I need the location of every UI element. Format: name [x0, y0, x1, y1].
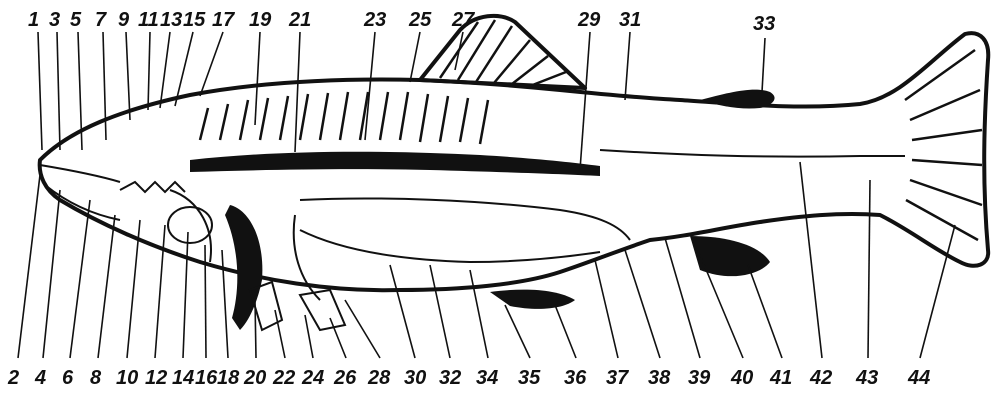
label-34: 34 — [476, 367, 498, 389]
anal-fin — [490, 290, 575, 309]
label-30: 30 — [404, 367, 426, 389]
label-18: 18 — [217, 367, 240, 389]
tail-fin-rays — [905, 50, 982, 240]
label-5: 5 — [70, 9, 82, 31]
heart — [168, 207, 212, 243]
label-10: 10 — [116, 367, 138, 389]
label-7: 7 — [95, 9, 107, 31]
gills — [120, 182, 185, 192]
label-20: 20 — [243, 367, 266, 389]
label-26: 26 — [333, 367, 357, 389]
label-12: 12 — [145, 367, 167, 389]
label-44: 44 — [907, 367, 930, 389]
label-2: 2 — [7, 367, 19, 389]
label-17: 17 — [212, 9, 235, 31]
label-8: 8 — [90, 367, 102, 389]
label-33: 33 — [753, 13, 775, 35]
label-19: 19 — [249, 9, 272, 31]
label-16: 16 — [195, 367, 218, 389]
label-41: 41 — [769, 367, 792, 389]
label-4: 4 — [34, 367, 46, 389]
label-27: 27 — [451, 9, 475, 31]
label-40: 40 — [730, 367, 753, 389]
swim-bladder — [300, 198, 630, 240]
spinal-band — [190, 152, 600, 176]
bottom-leader-lines — [18, 162, 955, 358]
label-25: 25 — [408, 9, 432, 31]
label-22: 22 — [272, 367, 295, 389]
dorsal-fin — [420, 16, 585, 88]
label-28: 28 — [367, 367, 391, 389]
adipose-fin — [700, 90, 775, 109]
label-35: 35 — [518, 367, 541, 389]
label-6: 6 — [62, 367, 74, 389]
label-39: 39 — [688, 367, 711, 389]
label-21: 21 — [288, 9, 311, 31]
label-15: 15 — [183, 9, 206, 31]
label-13: 13 — [160, 9, 182, 31]
label-38: 38 — [648, 367, 671, 389]
label-3: 3 — [49, 9, 60, 31]
label-23: 23 — [363, 9, 386, 31]
label-37: 37 — [606, 367, 629, 389]
label-29: 29 — [577, 9, 601, 31]
label-11: 11 — [138, 9, 159, 31]
label-43: 43 — [855, 367, 878, 389]
label-42: 42 — [809, 367, 832, 389]
top-labels: 1 3 5 7 9 11 13 15 17 19 21 23 25 27 29 … — [28, 9, 775, 35]
top-leader-lines — [38, 32, 765, 170]
lateral-line — [600, 150, 905, 157]
label-9: 9 — [118, 9, 130, 31]
fish-illustration — [40, 16, 989, 330]
bottom-labels: 2 4 6 8 10 12 14 16 18 20 22 24 26 28 30… — [7, 367, 930, 389]
label-36: 36 — [564, 367, 587, 389]
label-32: 32 — [439, 367, 461, 389]
mouth — [40, 165, 120, 182]
muscle-hatching — [200, 92, 488, 144]
label-1: 1 — [28, 9, 39, 31]
intestine — [300, 230, 600, 262]
label-31: 31 — [619, 9, 641, 31]
label-14: 14 — [172, 367, 194, 389]
label-24: 24 — [301, 367, 324, 389]
ventral-fin — [690, 236, 770, 276]
